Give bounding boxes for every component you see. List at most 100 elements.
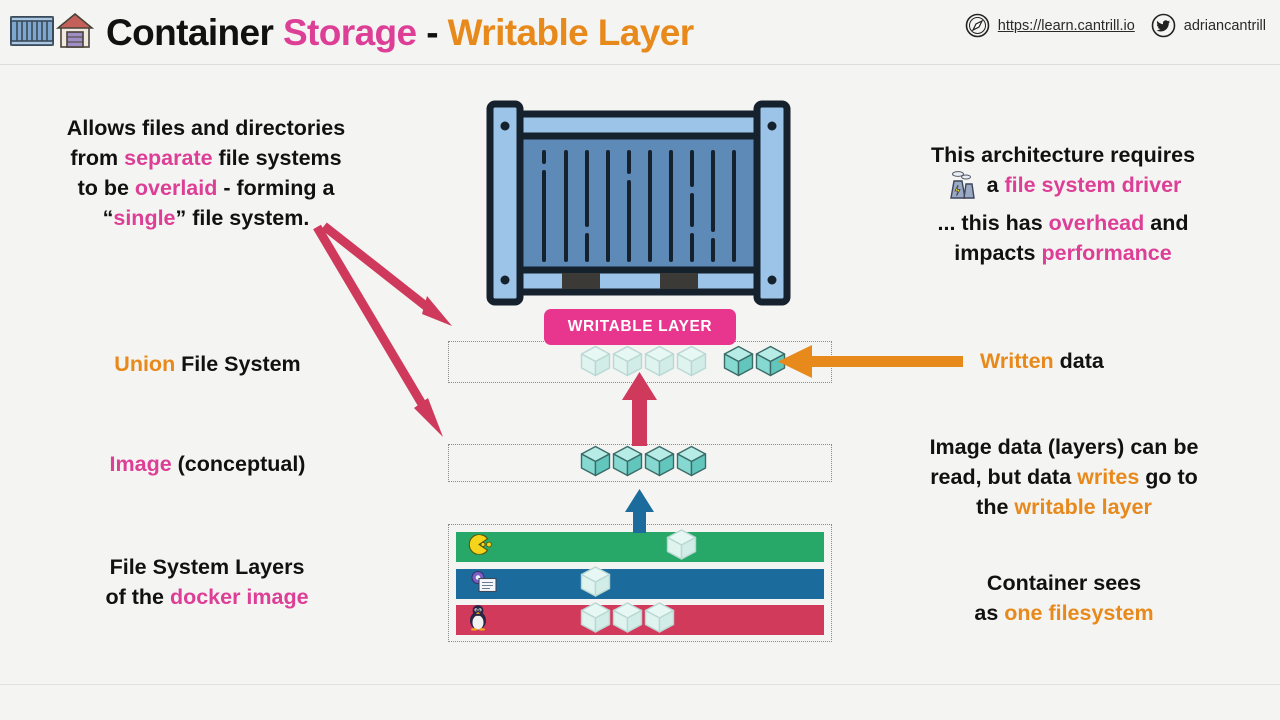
readwrite-note-line2-c: go to: [1139, 465, 1198, 490]
readwrite-note-line2: read, but data writes go to: [893, 462, 1235, 492]
overlay-note-overlaid: overlaid: [134, 176, 218, 201]
layer-cube: [612, 602, 643, 633]
driver-note: This architecture requires a file system…: [893, 140, 1233, 268]
layer-cube: [580, 566, 611, 597]
fs-label-line1-text: File System Layers: [109, 555, 305, 579]
layer-cube: [612, 345, 643, 376]
readwrite-note-line2-a: read, but data: [930, 465, 1078, 490]
driver-note-line2-a: a: [980, 173, 1005, 198]
overlay-note-quote-open: “: [102, 206, 114, 231]
driver-note-line3: ... this has overhead and: [893, 208, 1233, 238]
sees-note-line2-a: as: [974, 601, 1005, 626]
written-label-highlight: Written: [980, 349, 1054, 373]
image-label-highlight: Image: [109, 452, 172, 476]
header-icon-group: [10, 11, 95, 54]
gear-document-icon: [468, 570, 498, 599]
fs-layer-cube: [644, 602, 675, 639]
driver-note-line3-a: ... this has: [937, 211, 1049, 236]
image-cube: [644, 445, 675, 482]
layer-cube: [676, 345, 707, 376]
layer-cube: [644, 445, 675, 476]
twitter-link[interactable]: adriancantrill: [1151, 13, 1266, 38]
pacman-icon: [468, 534, 494, 560]
image-cube-row: [580, 445, 707, 482]
driver-note-line1: This architecture requires: [893, 140, 1233, 170]
page-title-part4: Writable Layer: [447, 11, 695, 53]
container-sees-note: Container sees as one filesystem: [930, 568, 1198, 628]
readwrite-note-line3-a: the: [976, 495, 1015, 520]
union-cube-solid: [755, 345, 786, 382]
overlay-note-line1: Allows files and directories: [26, 113, 386, 143]
page-title: Container Storage - Writable Layer: [106, 14, 694, 51]
fs-bar-red: [456, 602, 824, 636]
sees-note-line1-text: Container sees: [986, 571, 1142, 595]
layer-cube: [580, 602, 611, 633]
compass-icon: [965, 13, 990, 38]
readwrite-note-line3: the writable layer: [893, 492, 1235, 522]
driver-note-line4: impacts performance: [893, 238, 1233, 268]
layer-cube: [612, 445, 643, 476]
driver-note-fs-driver: file system driver: [1004, 173, 1182, 198]
overlay-note-line2-a: from: [70, 146, 125, 171]
written-label-rest: data: [1053, 349, 1104, 373]
layer-cube: [666, 529, 697, 560]
layer-cube: [644, 345, 675, 376]
slide-footer: [0, 684, 1280, 720]
fs-bar-red-cubes: [580, 602, 675, 639]
page-title-part1: Container: [106, 11, 283, 53]
image-label-rest: (conceptual): [171, 452, 306, 476]
fs-label-line2-a: of the: [105, 584, 170, 609]
sees-note-line2: as one filesystem: [930, 598, 1198, 628]
twitter-handle: adriancantrill: [1183, 17, 1266, 34]
fs-bar-green: [456, 529, 824, 562]
fs-bar-green-cubes: [666, 529, 697, 566]
overlay-note-line4-c: ” file system.: [175, 206, 310, 231]
house-with-garden-icon: [55, 11, 95, 54]
crimson-up-arrow: [622, 372, 657, 446]
overlay-note-line2-c: file systems: [212, 146, 342, 171]
overlay-note-single: single: [113, 206, 176, 231]
readwrite-note-writable-layer: writable layer: [1014, 495, 1152, 520]
readwrite-note-line1: Image data (layers) can be: [893, 432, 1235, 462]
overlay-note: Allows files and directories from separa…: [26, 113, 386, 233]
container-illustration: [486, 100, 791, 315]
union-cube-ghost: [612, 345, 643, 382]
fs-label-line1: File System Layers: [58, 553, 356, 583]
layer-cube: [580, 445, 611, 476]
fs-layer-cube: [666, 529, 697, 566]
layer-cube: [580, 345, 611, 376]
union-cube-ghost: [580, 345, 611, 382]
linux-penguin-icon: [468, 605, 488, 636]
driver-note-overhead: overhead: [1048, 211, 1145, 236]
readwrite-note-line1-text: Image data (layers) can be: [929, 435, 1199, 459]
fs-label-docker-image: docker image: [169, 584, 309, 609]
union-cube-row: [580, 345, 786, 382]
shipping-container-icon: [10, 13, 54, 54]
crimson-diagonal-arrow-2: [313, 224, 443, 437]
sees-note-line1: Container sees: [930, 568, 1198, 598]
fs-layer-cube: [580, 602, 611, 639]
layer-cube: [676, 445, 707, 476]
image-cube: [676, 445, 707, 482]
driver-note-performance: performance: [1041, 241, 1172, 266]
twitter-bird-icon: [1151, 13, 1176, 38]
website-url[interactable]: https://learn.cantrill.io: [997, 17, 1135, 34]
fs-layer-cube: [612, 602, 643, 639]
fs-bar-blue-cubes: [580, 566, 611, 603]
header-links: https://learn.cantrill.io adriancantrill: [965, 13, 1266, 38]
sees-note-one-filesystem: one filesystem: [1004, 601, 1154, 626]
slide-header: Container Storage - Writable Layer https…: [0, 0, 1280, 65]
layer-cube: [644, 602, 675, 633]
overlay-note-separate: separate: [124, 146, 213, 171]
union-label-highlight: Union: [114, 352, 176, 376]
crimson-diagonal-arrow-1: [321, 222, 452, 326]
image-conceptual-label: Image (conceptual): [60, 450, 355, 480]
fs-layers-label: File System Layers of the docker image: [58, 553, 356, 612]
fs-layer-cube: [580, 566, 611, 603]
union-cube-solid: [723, 345, 754, 382]
website-link[interactable]: https://learn.cantrill.io: [965, 13, 1135, 38]
writable-layer-badge-text: WRITABLE LAYER: [567, 318, 713, 335]
overlay-note-line3: to be overlaid - forming a: [26, 173, 386, 203]
readwrite-note: Image data (layers) can be read, but dat…: [893, 432, 1235, 522]
